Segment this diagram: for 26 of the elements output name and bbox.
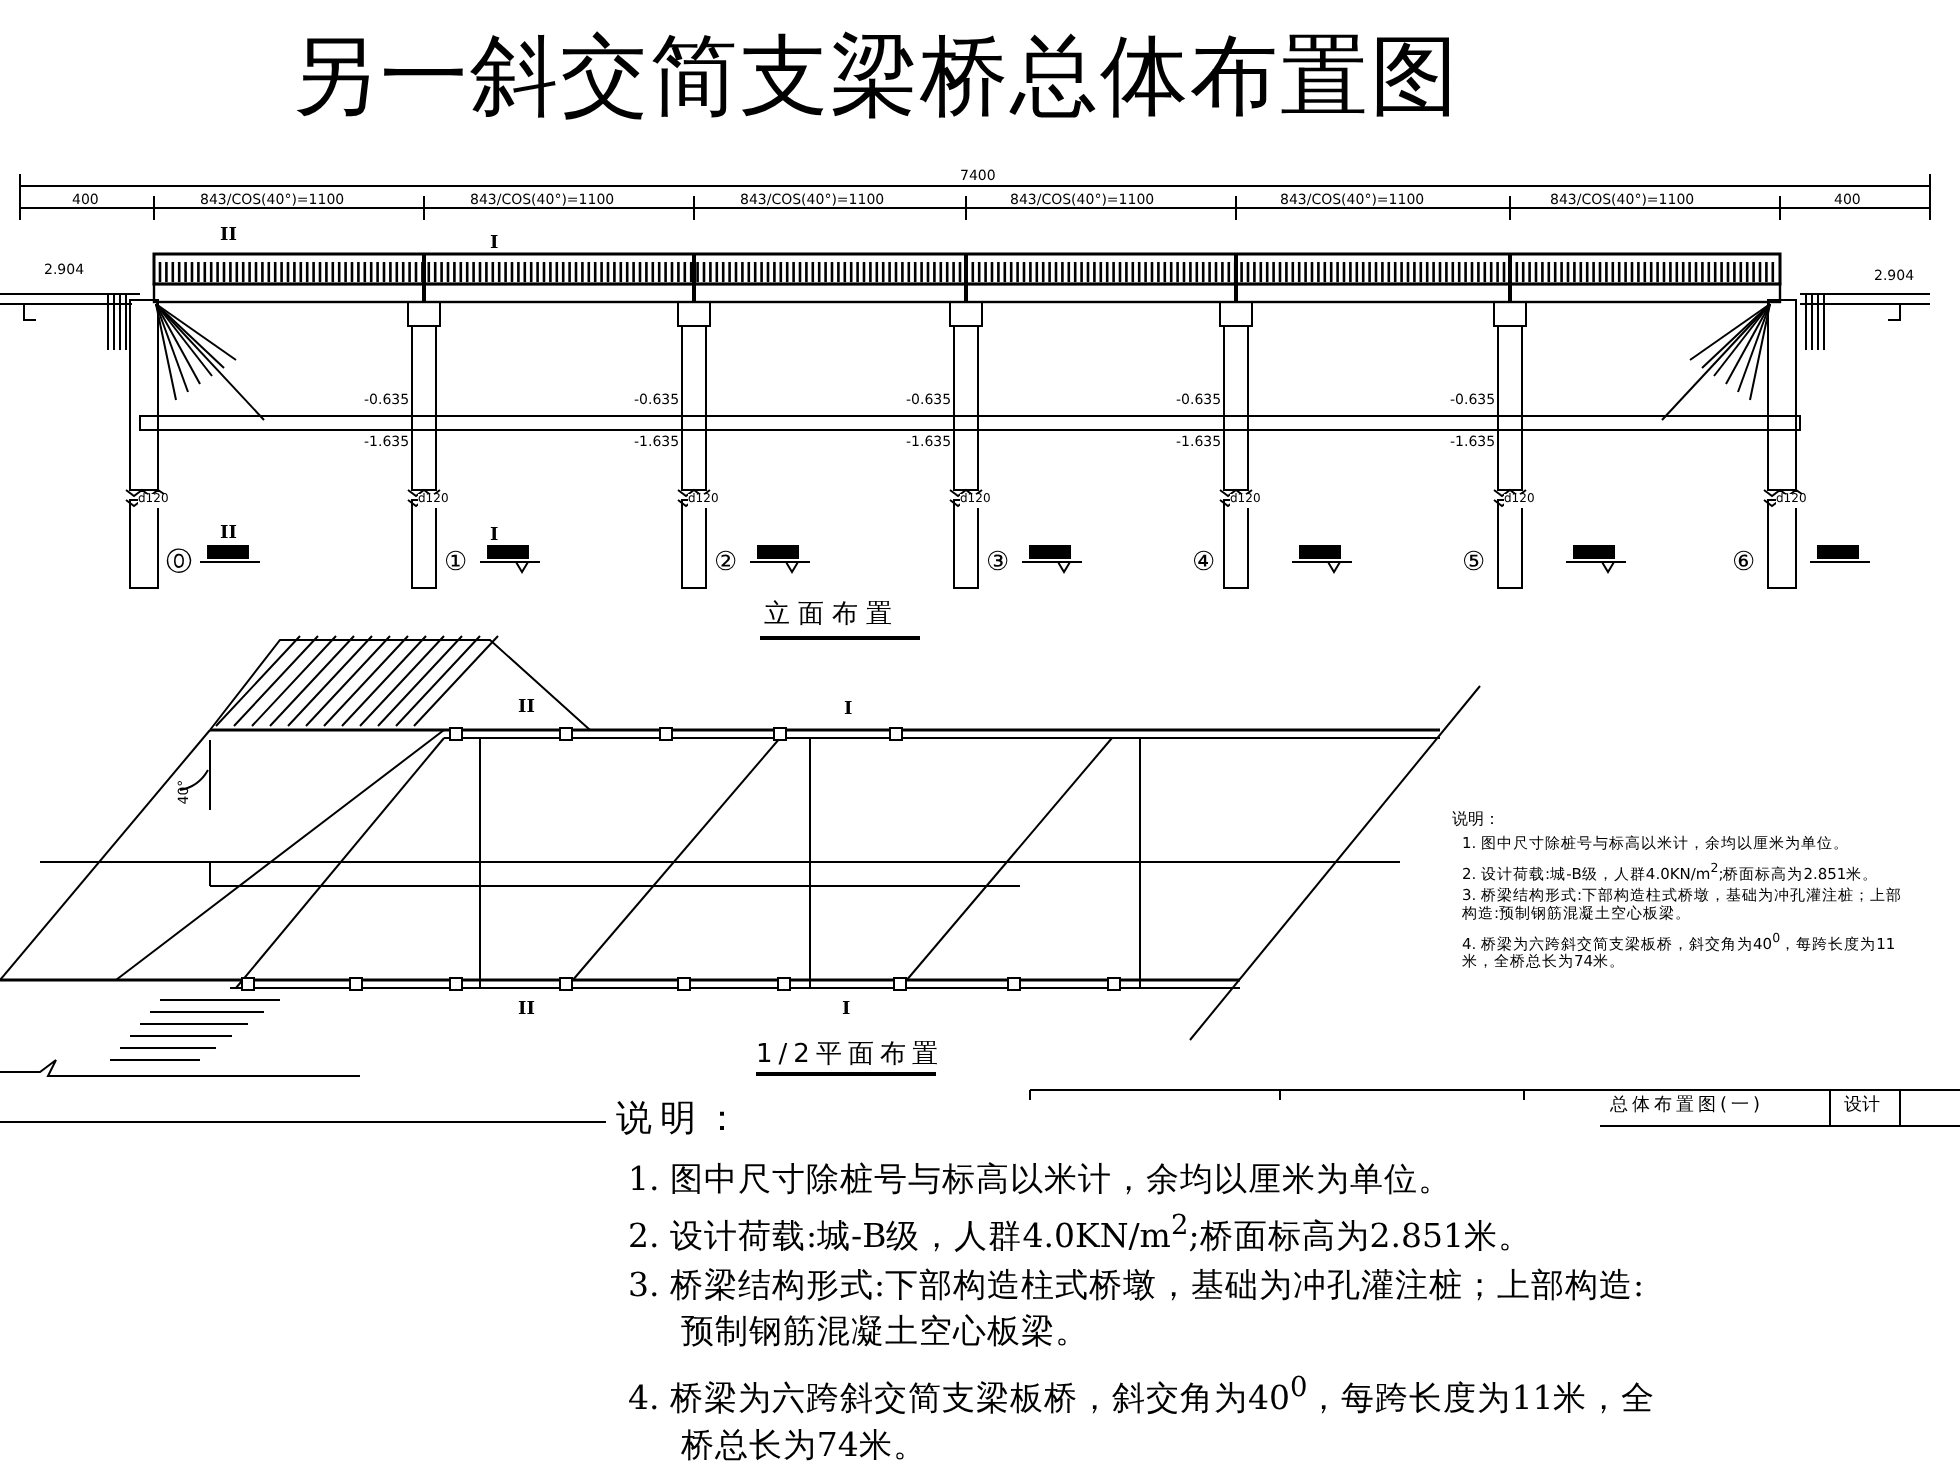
note-text: 2. 设计荷载:城-B级，人群4.0KN/m$^{2}$;桥面标高为2.851米。 (628, 1208, 1535, 1259)
note-text: 1. 图中尺寸除桩号与标高以米计，余均以厘米为单位。 (628, 1158, 1454, 1202)
notes-heading: 说明： (616, 1100, 748, 1142)
pier-number: ④ (1192, 550, 1216, 580)
section-mark: I (842, 1000, 851, 1021)
pier-number: ⑥ (1732, 550, 1756, 580)
notes-heading: 说明： (1452, 810, 1500, 829)
section-mark: II (518, 1000, 535, 1021)
title: 另一斜交简支梁桥总体布置图 (290, 28, 1460, 130)
pier-number: ⓪ (166, 550, 192, 580)
title-block-label: 设计 (1844, 1096, 1880, 1117)
note-text: 4. 桥梁为六跨斜交简支梁板桥，斜交角为40$^{0}$，每跨长度为11米，全桥总长为74米。 (628, 1370, 1658, 1468)
pier-number: ③ (986, 550, 1010, 580)
section-mark: II (518, 698, 535, 719)
view-title: 1/2平面布置 (756, 1042, 944, 1072)
note-text: 3. 桥梁结构形式:下部构造柱式桥墩，基础为冲孔灌注桩；上部构造:预制钢筋混凝土空心板梁。 (628, 1264, 1647, 1355)
section-mark: I (490, 234, 499, 255)
drawing-title: 总体布置图(一) (1610, 1096, 1765, 1117)
section-mark: I (490, 526, 499, 547)
view-title: 立面布置 (764, 602, 900, 632)
section-mark: II (220, 226, 237, 247)
pier-number: ① (444, 550, 468, 580)
pier-number: ② (714, 550, 738, 580)
section-mark: II (220, 524, 237, 545)
section-mark: I (844, 700, 853, 721)
pier-number: ⑤ (1462, 550, 1486, 580)
